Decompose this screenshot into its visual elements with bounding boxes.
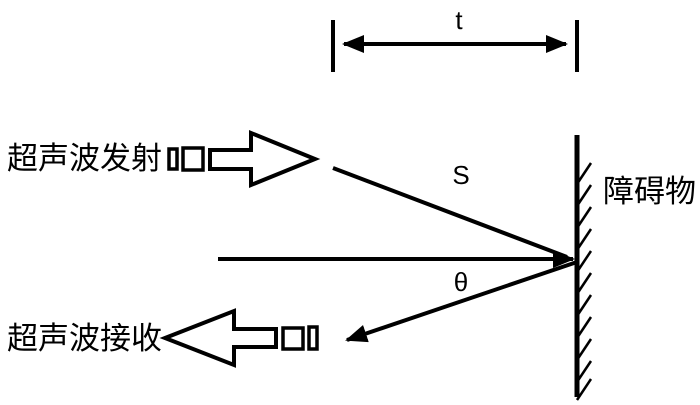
wall-hatching [575,162,593,401]
transducer-element-large-icon [181,146,205,172]
transmitter-group: 超声波发射 [7,130,321,188]
reflected-wave-line [345,260,578,343]
time-dimension: t [331,5,579,72]
emit-block-arrow-icon [208,130,321,188]
outgoing-wave-line [332,166,568,259]
distance-label: S [452,160,469,190]
receiver-label: 超声波接收 [7,321,162,356]
time-label: t [455,5,463,35]
obstacle-label: 障碍物 [603,174,696,209]
wave-paths: S θ [218,160,578,343]
receiver-group: 超声波接收 [7,308,319,368]
receive-block-arrow-icon [159,308,278,368]
transmitter-label: 超声波发射 [7,141,162,176]
receiver-element-small-icon [307,325,319,351]
obstacle-wall: 障碍物 [574,135,696,401]
transducer-element-small-icon [167,147,179,171]
angle-label: θ [454,267,468,297]
receiver-element-large-icon [281,326,305,351]
